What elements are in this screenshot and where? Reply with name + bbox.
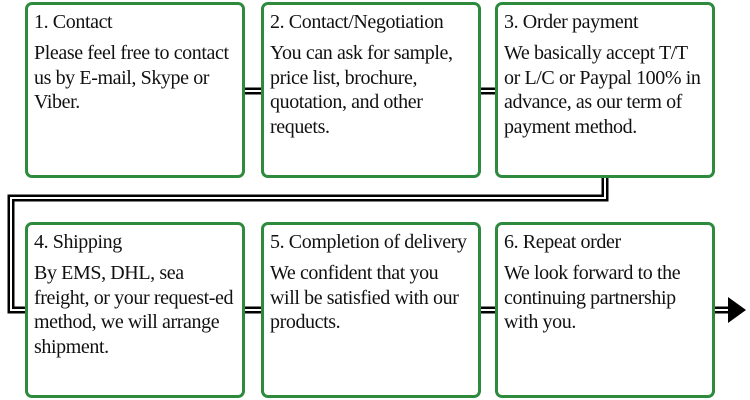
step-title: 6. Repeat order xyxy=(504,231,621,253)
step-box-contact: 1. Contact Please feel free to contact u… xyxy=(25,2,245,178)
step-description: We confident that you will be satisfied … xyxy=(270,262,459,333)
step-box-completion-of-delivery: 5. Completion of delivery We confident t… xyxy=(261,222,481,398)
step-description: You can ask for sample, price list, broc… xyxy=(270,42,453,138)
step-description: We look forward to the continuing partne… xyxy=(504,262,681,333)
step-box-shipping: 4. Shipping By EMS, DHL, sea freight, or… xyxy=(25,222,245,398)
step-description: Please feel free to contact us by E-mail… xyxy=(34,42,229,113)
step-title: 5. Completion of delivery xyxy=(270,231,467,253)
step-box-order-payment: 3. Order payment We basically accept T/T… xyxy=(495,2,715,178)
exit-arrow xyxy=(715,297,746,323)
step-box-repeat-order: 6. Repeat order We look forward to the c… xyxy=(495,222,715,398)
step-description: By EMS, DHL, sea freight, or your reques… xyxy=(34,262,234,358)
connector-3-4 xyxy=(7,178,609,314)
step-title: 2. Contact/Negotiation xyxy=(270,11,444,33)
step-title: 4. Shipping xyxy=(34,231,122,253)
step-title: 1. Contact xyxy=(34,11,113,33)
step-title: 3. Order payment xyxy=(504,11,639,33)
step-box-negotiation: 2. Contact/Negotiation You can ask for s… xyxy=(261,2,481,178)
step-description: We basically accept T/T or L/C or Paypal… xyxy=(504,42,701,138)
